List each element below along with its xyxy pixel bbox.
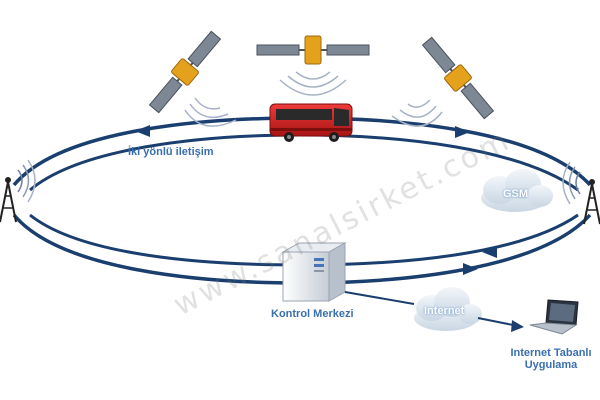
antenna-tower-icon-left bbox=[0, 159, 36, 223]
label-gsm: GSM bbox=[503, 188, 529, 200]
signal-waves-right bbox=[391, 99, 443, 127]
signal-waves-center bbox=[279, 71, 347, 96]
arrow-left-bottom bbox=[482, 246, 497, 258]
link-server-internet bbox=[344, 291, 415, 305]
label-internet: Internet bbox=[424, 305, 465, 317]
antenna-tower-icon-right bbox=[562, 161, 600, 225]
arrow-to-laptop bbox=[511, 320, 524, 332]
label-web-app-line1: Internet Tabanlı bbox=[510, 347, 592, 359]
arrow-right-bottom bbox=[463, 263, 478, 275]
label-two-way-communication: İki yönlü iletişim bbox=[128, 146, 214, 158]
satellite-icon-right bbox=[421, 36, 495, 120]
cloud-icon-gsm bbox=[481, 169, 553, 212]
laptop-icon bbox=[529, 299, 579, 335]
label-web-app-line2: Uygulama bbox=[524, 359, 578, 371]
satellite-icon-center bbox=[256, 35, 370, 65]
cloud-icon-internet bbox=[414, 287, 482, 331]
server-icon bbox=[281, 242, 347, 302]
link-internet-laptop bbox=[477, 317, 519, 327]
label-web-app: Internet Tabanlı Uygulama bbox=[505, 347, 597, 371]
arrow-right-top bbox=[455, 126, 470, 138]
arrow-left-top bbox=[135, 125, 150, 137]
bus-icon bbox=[269, 103, 353, 142]
label-control-center: Kontrol Merkezi bbox=[271, 308, 354, 320]
satellite-icon-left bbox=[148, 30, 222, 114]
signal-waves-left bbox=[184, 97, 237, 127]
